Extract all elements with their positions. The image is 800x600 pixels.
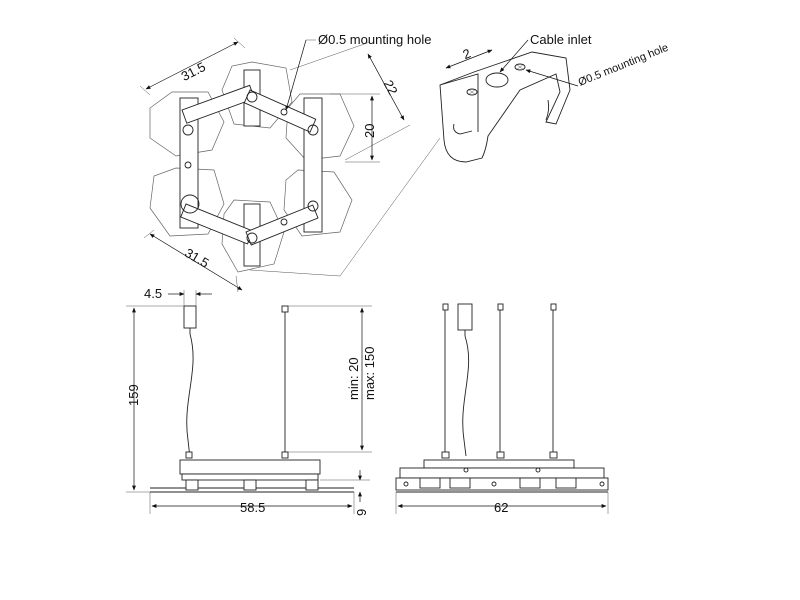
dim-bracket-width: 2 [461, 46, 473, 63]
dim-canopy-offset: 4.5 [144, 286, 162, 301]
front-view: 4.5 159 min: 20 max: 150 58.5 9 [126, 286, 377, 516]
cable-inlet-hole [485, 72, 509, 88]
dim-bottom-width: 31.5 [182, 245, 211, 271]
power-cable-side [462, 335, 470, 457]
canopy-front [183, 305, 197, 329]
label-cable-inlet: Cable inlet [530, 32, 592, 47]
dim-front-depth: 9 [354, 509, 369, 516]
label-mounting-hole-bracket: Ø0.5 mounting hole [577, 42, 671, 89]
dim-top-right: 22 [381, 78, 401, 98]
dim-top-width: 31.5 [179, 59, 208, 84]
dim-top-inner: 20 [362, 124, 377, 138]
dim-cable-min: min: 20 [346, 357, 361, 400]
dim-front-width: 58.5 [240, 500, 265, 515]
fixture-body-front [179, 459, 321, 475]
fixture-body-side [423, 459, 575, 469]
cable-inlet-point [180, 194, 200, 214]
side-view: 62 [395, 303, 609, 515]
power-cable-front [186, 333, 194, 459]
bar-diag-br [245, 204, 319, 246]
top-view: 31.5 22 20 31.5 Ø0.5 mounting hole [139, 32, 441, 293]
canopy-side [457, 303, 473, 331]
dim-side-width: 62 [494, 500, 508, 515]
dim-total-height: 159 [126, 384, 141, 406]
bracket-detail: 2 Cable inlet Ø0.5 mounting hole [439, 32, 671, 163]
label-mounting-hole-top: Ø0.5 mounting hole [318, 32, 431, 47]
dim-cable-max: max: 150 [362, 347, 377, 400]
bar-joints [180, 91, 319, 244]
